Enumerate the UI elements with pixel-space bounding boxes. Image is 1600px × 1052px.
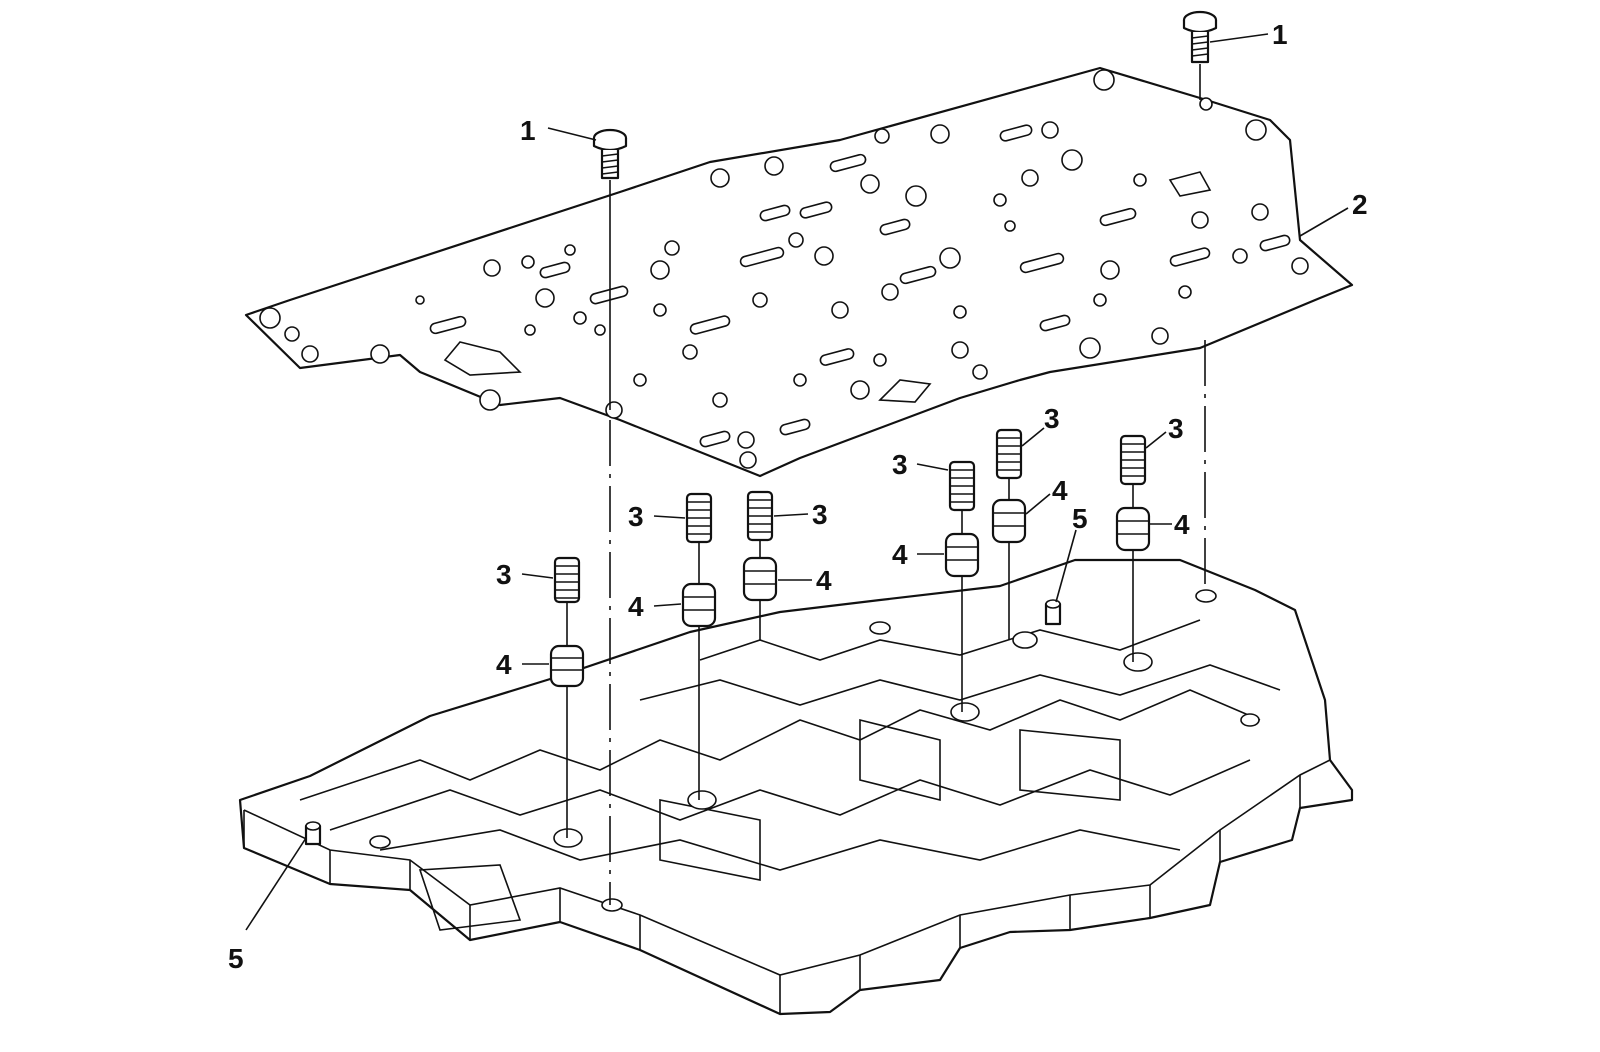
- bolt-right: [1182, 10, 1218, 64]
- valve-body-casting: [238, 558, 1354, 1016]
- spring-c: [746, 490, 774, 542]
- valve-e: [991, 498, 1027, 544]
- callout-pin-left: 5: [228, 943, 244, 974]
- callout-spring-c: 3: [812, 499, 828, 530]
- callout-pin-right: 5: [1072, 503, 1088, 534]
- callout-valve-d: 4: [892, 539, 908, 570]
- callout-bolt-right: 1: [1272, 19, 1288, 50]
- spacer-plate: [244, 66, 1354, 478]
- spring-d: [948, 460, 976, 512]
- bolt-left: [592, 128, 628, 180]
- callout-leaders: [245, 33, 1349, 931]
- callout-bolt-left: 1: [520, 115, 536, 146]
- locating-pin-right: [1044, 599, 1062, 626]
- assembly-lines: [566, 64, 1206, 905]
- callout-valve-a: 4: [496, 649, 512, 680]
- callout-valve-c: 4: [816, 565, 832, 596]
- spring-b: [685, 492, 713, 544]
- locating-pin-left: [304, 821, 322, 846]
- spring-e: [995, 428, 1023, 480]
- valve-f: [1115, 506, 1151, 552]
- callout-labels: 1 1 2 3 4 3 4 3 4 3 4 3 4 3 4 5 5: [228, 19, 1368, 974]
- valve-b: [681, 582, 717, 628]
- callout-spring-a: 3: [496, 559, 512, 590]
- callout-spring-d: 3: [892, 449, 908, 480]
- callout-spring-e: 3: [1044, 403, 1060, 434]
- valve-d: [944, 532, 980, 578]
- callout-valve-e: 4: [1052, 475, 1068, 506]
- valve-a: [549, 644, 585, 688]
- callout-valve-b: 4: [628, 591, 644, 622]
- spring-f: [1119, 434, 1147, 486]
- callout-spacer-plate: 2: [1352, 189, 1368, 220]
- spring-a: [553, 556, 581, 604]
- callout-spring-b: 3: [628, 501, 644, 532]
- callout-valve-f: 4: [1174, 509, 1190, 540]
- callout-spring-f: 3: [1168, 413, 1184, 444]
- valve-c: [742, 556, 778, 602]
